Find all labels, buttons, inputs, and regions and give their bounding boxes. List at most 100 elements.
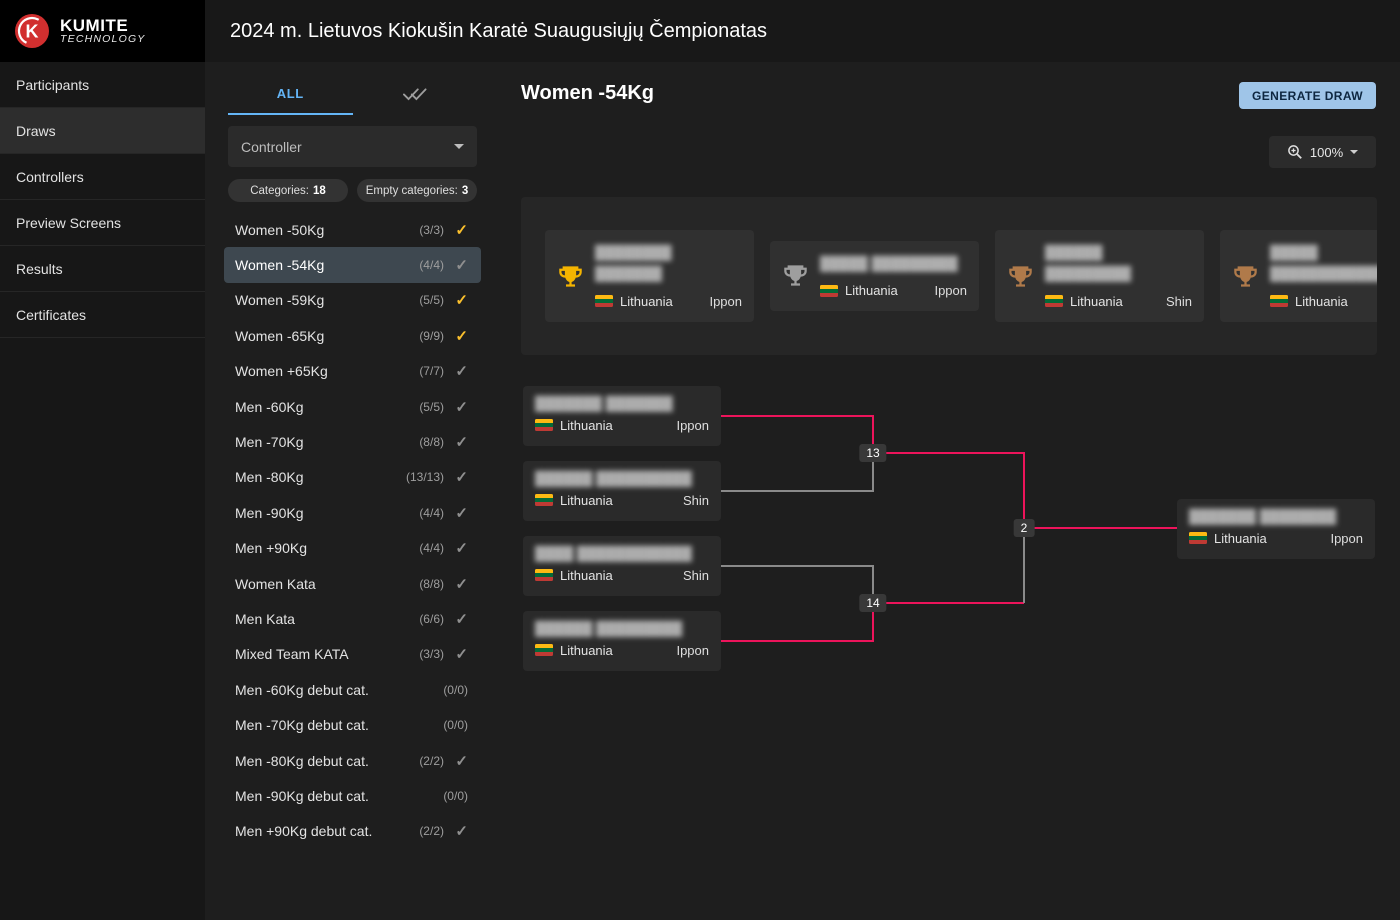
- category-label: Men -80Kg debut cat.: [235, 752, 369, 769]
- lithuania-flag-icon: [535, 494, 553, 507]
- check-icon: [444, 433, 468, 451]
- category-item-men-60-debut[interactable]: Men -60Kg debut cat.(0/0): [224, 672, 481, 707]
- sidebar-item-participants[interactable]: Participants: [0, 62, 205, 108]
- check-icon: [444, 504, 468, 522]
- zoom-control[interactable]: 100%: [1269, 136, 1376, 168]
- sidebar-item-label: Participants: [16, 76, 90, 93]
- category-item-men-plus90-debut[interactable]: Men +90Kg debut cat.(2/2): [224, 814, 481, 849]
- brand-name: KUMITE: [60, 15, 129, 35]
- category-label: Men +90Kg: [235, 540, 307, 557]
- result-label: Shin: [682, 567, 709, 583]
- tab-all[interactable]: ALL: [228, 74, 353, 115]
- sidebar: Participants Draws Controllers Preview S…: [0, 62, 205, 920]
- competitor-name: ██████ █████████: [1045, 245, 1132, 281]
- competitor-name: █████ █████████: [820, 255, 958, 271]
- check-icon: [444, 221, 468, 239]
- generate-draw-button[interactable]: GENERATE DRAW: [1239, 82, 1376, 109]
- category-count: (0/0): [443, 718, 468, 733]
- category-count: (0/0): [443, 788, 468, 803]
- lithuania-flag-icon: [1045, 295, 1063, 308]
- category-item-men-60[interactable]: Men -60Kg (5/5): [224, 389, 481, 424]
- category-count: (7/7): [419, 364, 444, 379]
- category-label: Women -59Kg: [235, 292, 325, 309]
- category-item-women-65[interactable]: Women -65Kg (9/9): [224, 318, 481, 353]
- category-list: Women -50Kg(3/3) Women -54Kg(4/4) Women …: [224, 212, 481, 849]
- category-item-women-59[interactable]: Women -59Kg (5/5): [224, 283, 481, 318]
- sidebar-item-label: Draws: [16, 122, 56, 139]
- category-label: Men +90Kg debut cat.: [235, 823, 373, 840]
- country-label: Lithuania: [560, 567, 613, 583]
- badge-value: 18: [313, 184, 326, 197]
- category-item-men-kata[interactable]: Men Kata(6/6): [224, 601, 481, 636]
- category-count: (0/0): [443, 682, 468, 697]
- category-item-men-90[interactable]: Men -90Kg(4/4): [224, 495, 481, 530]
- category-label: Men -60Kg: [235, 398, 304, 415]
- category-count: (8/8): [419, 576, 444, 591]
- sidebar-item-draws[interactable]: Draws: [0, 108, 205, 154]
- tab-all-label: ALL: [276, 86, 304, 101]
- category-count: (5/5): [419, 399, 444, 414]
- category-item-women-plus65[interactable]: Women +65Kg (7/7): [224, 354, 481, 389]
- zoom-in-icon: [1287, 144, 1303, 160]
- country-label: Lithuania: [845, 283, 898, 299]
- check-icon: [444, 645, 468, 663]
- podium-card-bronze-1: ██████ █████████ Lithuania Shin: [995, 230, 1204, 322]
- category-item-women-kata[interactable]: Women Kata(8/8): [224, 566, 481, 601]
- country-label: Lithuania: [1070, 293, 1123, 309]
- category-count: (4/4): [419, 541, 444, 556]
- sidebar-item-preview-screens[interactable]: Preview Screens: [0, 200, 205, 246]
- category-item-women-54[interactable]: Women -54Kg(4/4): [224, 247, 481, 283]
- result-label: Shin: [1165, 293, 1192, 309]
- category-item-men-90-debut[interactable]: Men -90Kg debut cat.(0/0): [224, 778, 481, 813]
- category-item-mixed-team-kata[interactable]: Mixed Team KATA(3/3): [224, 637, 481, 672]
- chevron-down-icon: [1350, 150, 1359, 154]
- check-icon: [444, 468, 468, 486]
- category-count: (13/13): [405, 470, 444, 485]
- app-logo: K KUMITE TECHNOLOGY: [0, 0, 205, 62]
- category-label: Men -70Kg: [235, 434, 304, 451]
- category-item-men-80[interactable]: Men -80Kg(13/13): [224, 460, 481, 495]
- gold-trophy-icon: [557, 263, 584, 290]
- bracket-competitor-card-3[interactable]: ████ ████████████ Lithuania Shin: [523, 536, 721, 596]
- kumite-logo-icon: K: [13, 12, 51, 50]
- controller-dropdown[interactable]: Controller: [228, 126, 477, 167]
- competitor-name: ███████ ███████: [535, 396, 673, 411]
- sidebar-item-label: Controllers: [16, 168, 84, 185]
- category-label: Women -50Kg: [235, 221, 325, 238]
- badge-label: Categories:: [250, 184, 309, 197]
- empty-categories-badge: Empty categories:3: [357, 179, 477, 202]
- tab-completed[interactable]: [353, 74, 478, 115]
- sidebar-item-certificates[interactable]: Certificates: [0, 292, 205, 338]
- category-tabs: ALL: [228, 74, 477, 115]
- lithuania-flag-icon: [1189, 532, 1207, 545]
- brand-subtitle: TECHNOLOGY: [60, 33, 146, 46]
- category-label: Women +65Kg: [235, 363, 328, 380]
- sidebar-item-results[interactable]: Results: [0, 246, 205, 292]
- check-icon: [444, 398, 468, 416]
- category-item-men-70-debut[interactable]: Men -70Kg debut cat.(0/0): [224, 707, 481, 742]
- category-item-men-70[interactable]: Men -70Kg(8/8): [224, 424, 481, 459]
- competitor-name: ███████ ████████: [1189, 509, 1337, 524]
- category-count: (5/5): [419, 293, 444, 308]
- category-item-men-plus90[interactable]: Men +90Kg (4/4): [224, 531, 481, 566]
- category-item-women-50[interactable]: Women -50Kg(3/3): [224, 212, 481, 247]
- category-item-men-80-debut[interactable]: Men -80Kg debut cat.(2/2): [224, 743, 481, 778]
- sidebar-item-controllers[interactable]: Controllers: [0, 154, 205, 200]
- draw-main-area: Women -54Kg GENERATE DRAW 100% ████████ …: [500, 62, 1400, 920]
- category-label: Men -90Kg: [235, 504, 304, 521]
- check-icon: [444, 752, 468, 770]
- check-icon: [444, 575, 468, 593]
- category-label: Women -65Kg: [235, 327, 325, 344]
- result-label: Shin: [682, 492, 709, 508]
- lithuania-flag-icon: [595, 295, 613, 308]
- bronze-trophy-icon: [1232, 263, 1259, 290]
- category-count: (9/9): [419, 328, 444, 343]
- competitor-name: ████ ████████████: [535, 546, 692, 561]
- lithuania-flag-icon: [1270, 295, 1288, 308]
- bronze-trophy-icon: [1007, 263, 1034, 290]
